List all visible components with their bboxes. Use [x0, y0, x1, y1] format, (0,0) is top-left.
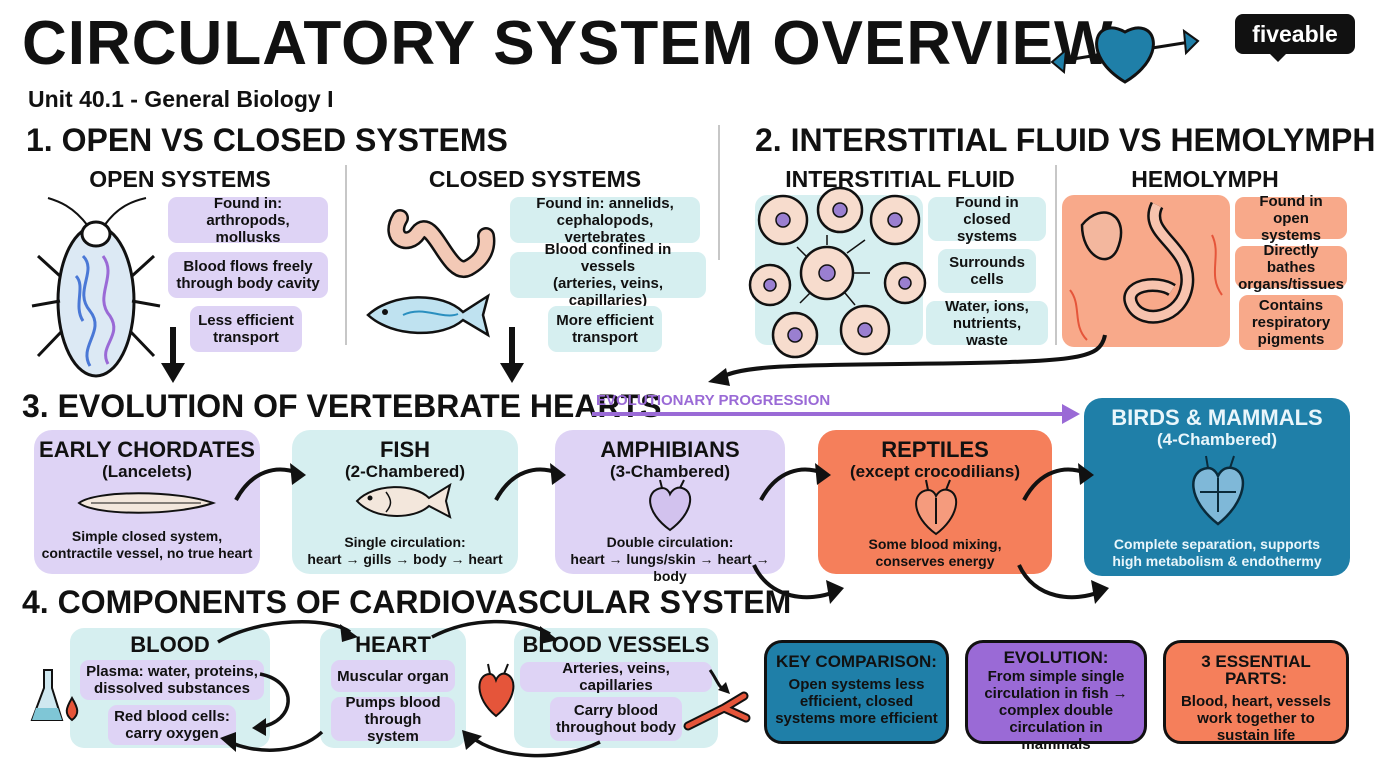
flask-icon [30, 669, 79, 722]
stage-desc: Double circulation: heart → lungs/skin →… [570, 534, 770, 584]
stage-sub: (3-Chambered) [610, 462, 730, 481]
blood-fact-plasma: Plasma: water, proteins, dissolved subst… [80, 660, 264, 700]
heart-4ch-icon [1192, 455, 1245, 526]
stage-name: FISH [379, 437, 431, 462]
open-fact-found-in: Found in: arthropods, mollusks [168, 195, 328, 246]
stage-reptiles: REPTILES (except crocodilians) Some bloo… [818, 430, 1052, 574]
stage-sub: (Lancelets) [102, 462, 192, 481]
cycle-arrows-icon [217, 619, 601, 758]
section-open-closed-heading: 1. OPEN VS CLOSED SYSTEMS [26, 122, 508, 158]
summary-key-comparison: KEY COMPARISON: Open systems less effici… [764, 640, 949, 744]
stage-name: REPTILES [881, 437, 989, 462]
progression-arrow-icon [592, 404, 1080, 424]
progression-label: EVOLUTIONARY PROGRESSION [596, 392, 831, 409]
closed-fact-vessels: Blood confined in vessels (arteries, vei… [510, 241, 706, 309]
stage-early-chordates: EARLY CHORDATES (Lancelets) Simple close… [34, 430, 260, 574]
section-components-heading: 4. COMPONENTS OF CARDIOVASCULAR SYSTEM [22, 584, 792, 620]
open-fact-efficiency: Less efficient transport [190, 306, 302, 352]
summary-text: Blood, heart, vessels work together to s… [1180, 693, 1332, 744]
divider [718, 125, 720, 260]
brand-logo: fiveable [1235, 14, 1355, 54]
closed-fact-found-in: Found in: annelids, cephalopods, vertebr… [510, 195, 700, 246]
stage-desc: Single circulation: heart → gills → body… [307, 534, 503, 567]
flow-arrow-icon [494, 463, 566, 501]
heart-heading: HEART [355, 632, 431, 657]
vessels-fact-carry: Carry blood throughout body [550, 697, 682, 741]
heart-fact-pumps: Pumps blood through system [331, 694, 455, 745]
stage-desc: Complete separation, supports high metab… [1112, 536, 1322, 569]
stage-name: EARLY CHORDATES [39, 437, 255, 462]
blood-heading: BLOOD [130, 632, 210, 657]
hemolymph-fact-pigments: Contains respiratory pigments [1239, 295, 1343, 350]
closed-fact-efficiency: More efficient transport [548, 306, 662, 352]
open-systems-heading: OPEN SYSTEMS [89, 166, 271, 192]
interstitial-fact-contents: Water, ions, nutrients, waste [926, 298, 1048, 349]
interstitial-heading: INTERSTITIAL FLUID [785, 166, 1015, 192]
down-arrow-icon [161, 327, 185, 383]
vessel-arrow-icon [708, 669, 730, 694]
section-evolution-heading: 3. EVOLUTION OF VERTEBRATE HEARTS [22, 388, 662, 424]
organs-icon [1062, 195, 1230, 347]
flow-arrow-icon [1022, 463, 1094, 501]
summary-text: Open systems less efficient, closed syst… [775, 676, 938, 727]
stage-name: BIRDS & MAMMALS [1111, 405, 1323, 430]
cells-icon [748, 186, 927, 359]
heart-3ch-icon [649, 479, 691, 532]
stage-sub: (except crocodilians) [849, 462, 1021, 481]
closed-systems-heading: CLOSED SYSTEMS [428, 166, 642, 192]
stage-name: AMPHIBIANS [600, 437, 740, 462]
summary-heading: KEY COMPARISON: [776, 652, 937, 671]
stage-amphibians: AMPHIBIANS (3-Chambered) Double circulat… [555, 430, 785, 584]
interstitial-fact-surrounds: Surrounds cells [938, 249, 1036, 293]
vessels-fact-types: Arteries, veins, capillaries [520, 660, 712, 694]
stage-desc: Simple closed system, contractile vessel… [41, 528, 253, 561]
section-fluid-heading: 2. INTERSTITIAL FLUID VS HEMOLYMPH [755, 122, 1376, 158]
heart-organ-icon [478, 663, 515, 718]
fish-icon [355, 482, 452, 519]
page-subtitle: Unit 40.1 - General Biology I [28, 86, 334, 112]
summary-text: From simple single circulation in fish →… [984, 668, 1128, 753]
blood-fact-rbc: Red blood cells: carry oxygen [108, 705, 236, 745]
heart-reptile-icon [915, 479, 957, 536]
heart-icon [1050, 26, 1200, 84]
stage-fish: FISH (2-Chambered) Single circulation: h… [292, 430, 518, 574]
divider [1055, 165, 1057, 345]
hemolymph-fact-location: Found in open systems [1235, 193, 1347, 244]
cockroach-icon [31, 197, 161, 378]
heart-fact-muscular: Muscular organ [331, 660, 455, 692]
curved-arrow-icon [708, 334, 1107, 386]
flow-arrow-icon [234, 463, 306, 501]
flow-arrow-icon [1017, 564, 1109, 604]
page-title: CIRCULATORY SYSTEM OVERVIEW [22, 9, 1114, 78]
stage-sub: (2-Chambered) [345, 462, 465, 481]
lancelet-icon [77, 492, 217, 514]
fish-icon [366, 293, 491, 338]
blood-vessel-icon [683, 691, 751, 731]
summary-evolution: EVOLUTION: From simple single circulatio… [965, 640, 1147, 753]
stage-birds-mammals: BIRDS & MAMMALS (4-Chambered) Complete s… [1084, 398, 1350, 576]
summary-essential-parts: 3 ESSENTIAL PARTS: Blood, heart, vessels… [1163, 640, 1349, 744]
earthworm-icon [387, 209, 496, 278]
hemolymph-fact-bathes: Directly bathes organs/tissues [1235, 242, 1347, 293]
hemolymph-heading: HEMOLYMPH [1131, 166, 1279, 192]
down-arrow-icon [500, 327, 524, 383]
flow-arrow-icon [759, 463, 831, 501]
open-fact-blood-flow: Blood flows freely through body cavity [168, 252, 328, 298]
stage-desc: Some blood mixing, conserves energy [868, 536, 1002, 569]
summary-heading: 3 ESSENTIAL PARTS: [1201, 652, 1311, 688]
stage-sub: (4-Chambered) [1157, 430, 1277, 449]
flow-arrow-icon [752, 564, 844, 604]
vessels-heading: BLOOD VESSELS [522, 632, 710, 657]
interstitial-fact-location: Found in closed systems [928, 194, 1046, 245]
divider [345, 165, 347, 345]
logo-tail [1268, 52, 1288, 62]
summary-heading: EVOLUTION: [1003, 648, 1109, 667]
